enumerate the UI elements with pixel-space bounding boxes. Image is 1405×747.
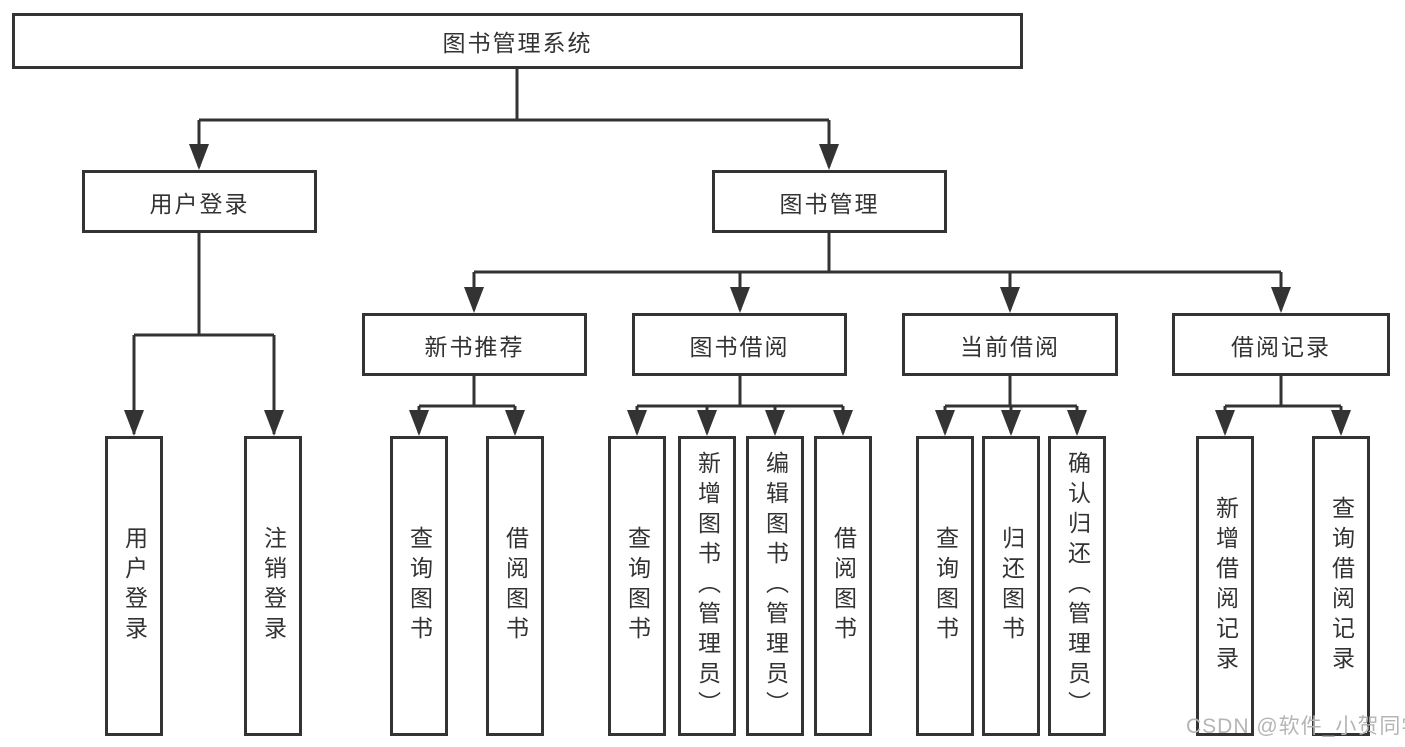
leaf-edit-book-admin-label: 编辑图书（管理员） — [762, 451, 789, 721]
arrowheads — [124, 144, 1351, 436]
leaf-query-books-recommend: 查询图书 — [390, 436, 448, 736]
node-book-management: 图书管理 — [712, 170, 947, 233]
leaf-borrow-books-borrowing-label: 借阅图书 — [830, 526, 857, 646]
node-root: 图书管理系统 — [12, 13, 1023, 69]
node-user-login-label: 用户登录 — [149, 190, 250, 217]
leaf-query-borrow-record-label: 查询借阅记录 — [1328, 496, 1355, 676]
leaf-borrow-books-borrowing: 借阅图书 — [814, 436, 872, 736]
leaf-user-login: 用户登录 — [105, 436, 163, 736]
node-borrowing-records: 借阅记录 — [1172, 313, 1390, 376]
leaf-add-book-admin-label: 新增图书（管理员） — [694, 451, 721, 721]
leaf-query-books-borrowing: 查询图书 — [608, 436, 666, 736]
leaf-return-books-label: 归还图书 — [998, 526, 1025, 646]
node-book-management-label: 图书管理 — [779, 190, 880, 217]
node-borrowing-records-label: 借阅记录 — [1231, 333, 1331, 360]
node-book-borrowing: 图书借阅 — [632, 313, 847, 376]
tree-edges — [132, 69, 1343, 434]
leaf-logout: 注销登录 — [244, 436, 302, 736]
leaf-confirm-return-admin: 确认归还（管理员） — [1048, 436, 1106, 736]
node-user-login: 用户登录 — [82, 170, 317, 233]
leaf-query-books-current: 查询图书 — [916, 436, 974, 736]
leaf-return-books: 归还图书 — [982, 436, 1040, 736]
node-root-label: 图书管理系统 — [442, 30, 593, 56]
node-current-borrowing-label: 当前借阅 — [960, 333, 1060, 360]
leaf-query-books-borrowing-label: 查询图书 — [624, 526, 651, 646]
csdn-watermark: CSDN @软件_小贺同学 — [1186, 715, 1405, 738]
leaf-borrow-books-recommend: 借阅图书 — [486, 436, 544, 736]
node-new-book-recommend: 新书推荐 — [362, 313, 587, 376]
leaf-add-borrow-record: 新增借阅记录 — [1196, 436, 1254, 736]
leaf-edit-book-admin: 编辑图书（管理员） — [746, 436, 804, 736]
leaf-borrow-books-recommend-label: 借阅图书 — [502, 526, 529, 646]
leaf-query-books-current-label: 查询图书 — [932, 526, 959, 646]
node-book-borrowing-label: 图书借阅 — [689, 333, 790, 360]
leaf-user-login-label: 用户登录 — [121, 526, 148, 646]
leaf-query-books-recommend-label: 查询图书 — [406, 526, 433, 646]
leaf-confirm-return-admin-label: 确认归还（管理员） — [1064, 451, 1091, 721]
leaf-query-borrow-record: 查询借阅记录 — [1312, 436, 1370, 736]
leaf-logout-label: 注销登录 — [260, 526, 287, 646]
leaf-add-book-admin: 新增图书（管理员） — [678, 436, 736, 736]
node-new-book-recommend-label: 新书推荐 — [424, 333, 525, 360]
leaf-add-borrow-record-label: 新增借阅记录 — [1212, 496, 1239, 676]
node-current-borrowing: 当前借阅 — [902, 313, 1118, 376]
